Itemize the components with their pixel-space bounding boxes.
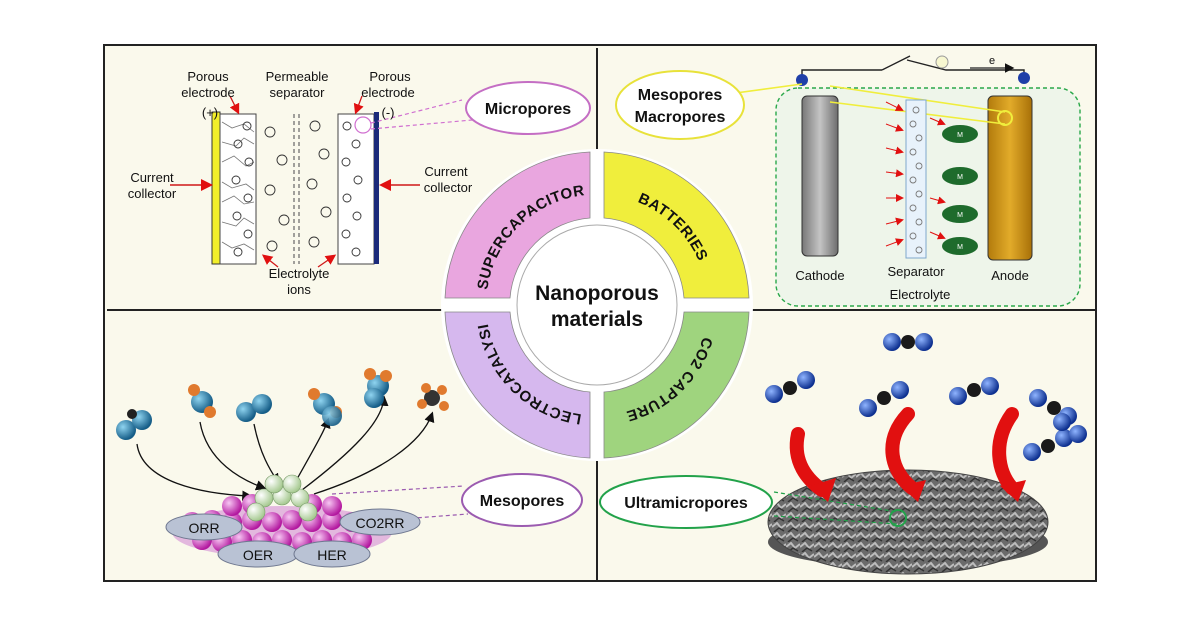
orr-badge bbox=[165, 513, 243, 541]
current-collector-right bbox=[374, 112, 379, 264]
current-collector-left-label-1: Current bbox=[130, 170, 174, 185]
circuit-switch bbox=[881, 55, 911, 71]
segment-batteries bbox=[603, 151, 750, 299]
porous-electrode-left-label-1: Porous bbox=[187, 69, 229, 84]
figure-canvas: Porous electrode (+) Permeable separator… bbox=[105, 46, 1097, 582]
molecule-h2o-middle bbox=[308, 388, 342, 426]
ion-label-4: M bbox=[957, 244, 963, 251]
negative-sign-label: (-) bbox=[382, 105, 395, 120]
supercapacitor-panel: Porous electrode (+) Permeable separator… bbox=[128, 69, 591, 297]
mesopores-bubble bbox=[461, 473, 583, 527]
current-collector-right-label-2: collector bbox=[424, 180, 473, 195]
mesopore-link-top bbox=[331, 485, 465, 495]
separator-label: Separator bbox=[887, 264, 945, 279]
co2rr-label: CO2RR bbox=[355, 515, 404, 531]
electrolyte-arrow-left bbox=[261, 254, 279, 268]
electrocatalysis-panel: ORR CO2RR OER HER Mesopores bbox=[116, 368, 583, 568]
anode-electrode bbox=[987, 95, 1033, 261]
molecule-o2-middle bbox=[236, 394, 272, 422]
segment-co2-capture bbox=[603, 311, 750, 459]
micropore-link-bottom bbox=[370, 119, 473, 130]
segment-electrocatalysis bbox=[444, 311, 591, 459]
current-collector-right-label-1: Current bbox=[424, 164, 468, 179]
current-collector-left-label-2: collector bbox=[128, 186, 177, 201]
ultramicropore-highlight bbox=[889, 509, 907, 527]
electrolyte-label-1: Electrolyte bbox=[269, 266, 330, 281]
electrode-arrow-left bbox=[229, 95, 240, 115]
meso-macro-bubble bbox=[615, 70, 745, 140]
mesopores-label: Mesopores bbox=[480, 493, 565, 510]
positive-terminal-icon bbox=[796, 74, 808, 86]
center-title-line-2: materials bbox=[551, 308, 643, 331]
bulb-icon bbox=[935, 55, 949, 69]
porous-electrode-left-label-2: electrode bbox=[181, 85, 234, 100]
ring-center bbox=[516, 224, 678, 386]
her-label: HER bbox=[317, 547, 347, 563]
micropores-bubble bbox=[465, 81, 591, 135]
ion-label-3: M bbox=[957, 212, 963, 219]
molecule-o2-left bbox=[116, 409, 152, 440]
macropores-label: Macropores bbox=[635, 109, 726, 126]
ultramicropores-bubble bbox=[599, 475, 773, 529]
cathode-electrode bbox=[801, 95, 839, 257]
separator-label-1: Permeable bbox=[266, 69, 329, 84]
electrolyte-label-2: ions bbox=[287, 282, 311, 297]
porous-electrode-left bbox=[219, 113, 257, 265]
molecule-h2o-left bbox=[188, 384, 216, 418]
orr-label: ORR bbox=[188, 520, 219, 536]
micropores-label: Micropores bbox=[485, 101, 571, 118]
porous-electrode-right bbox=[337, 113, 375, 265]
ion-label-1: M bbox=[957, 132, 963, 139]
co2rr-badge bbox=[339, 508, 421, 536]
porous-electrode-right-label-2: electrode bbox=[361, 85, 414, 100]
separator-label-2: separator bbox=[270, 85, 326, 100]
battery-panel: e M bbox=[615, 55, 1081, 307]
ultramicropores-label: Ultramicropores bbox=[624, 495, 748, 512]
ion-label-2: M bbox=[957, 174, 963, 181]
co2-molecules bbox=[765, 333, 1087, 461]
pore-highlight bbox=[997, 110, 1013, 126]
her-badge bbox=[293, 540, 371, 568]
cathode-label: Cathode bbox=[795, 268, 844, 283]
oer-label: OER bbox=[243, 547, 273, 563]
electron-label: e bbox=[989, 55, 995, 67]
co2-capture-panel: Ultramicropores bbox=[599, 333, 1087, 575]
porous-electrode-right-label-1: Porous bbox=[369, 69, 411, 84]
negative-terminal-icon bbox=[1018, 72, 1030, 84]
sorbent-disk-surface bbox=[767, 469, 1049, 575]
mesopores-label: Mesopores bbox=[638, 87, 723, 104]
electrode-arrow-right bbox=[353, 95, 364, 115]
molecule-h2o-right bbox=[364, 368, 392, 408]
electrolyte-arrow-right bbox=[317, 254, 337, 268]
figure-frame: Porous electrode (+) Permeable separator… bbox=[103, 44, 1097, 582]
molecule-ch4 bbox=[417, 383, 449, 411]
electrolyte-label: Electrolyte bbox=[890, 287, 951, 302]
metal-ions: M M M M bbox=[942, 125, 978, 255]
segment-supercapacitor bbox=[444, 151, 591, 299]
micropore-highlight bbox=[354, 116, 372, 134]
positive-sign-label: (+) bbox=[202, 105, 218, 120]
anode-label: Anode bbox=[991, 268, 1029, 283]
micropore-link-top bbox=[370, 99, 463, 124]
current-collector-left bbox=[211, 111, 221, 265]
center-title-line-1: Nanoporous bbox=[535, 282, 659, 305]
